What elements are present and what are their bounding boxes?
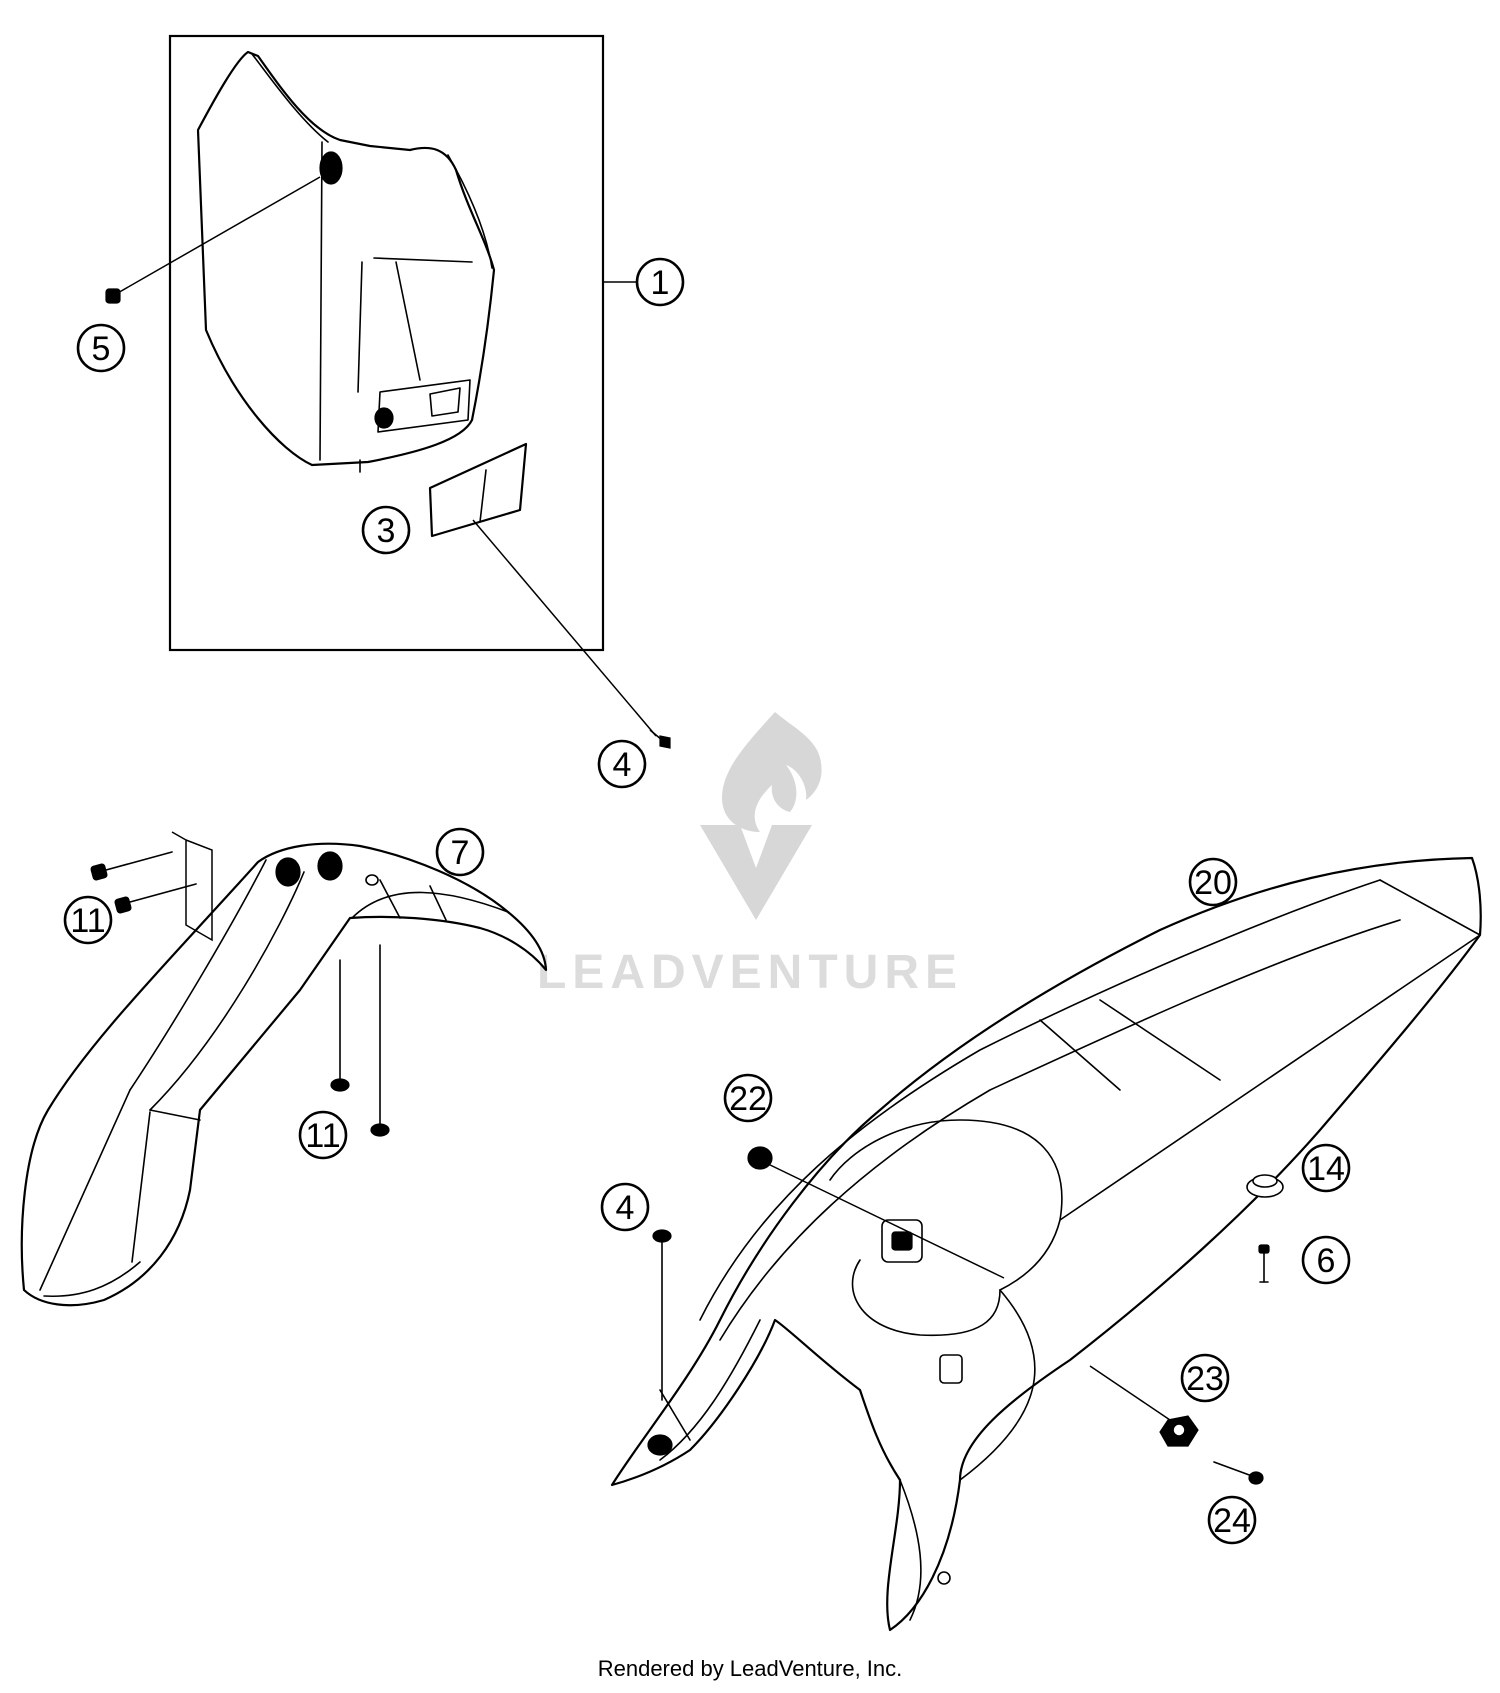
svg-text:6: 6: [1317, 1242, 1336, 1280]
svg-text:7: 7: [451, 834, 470, 872]
svg-text:1: 1: [651, 264, 670, 302]
callout-7: 7: [435, 827, 485, 877]
callout-22: 22: [723, 1073, 773, 1123]
svg-text:4: 4: [616, 1189, 635, 1227]
part-24-screw: [1213, 1461, 1264, 1485]
callout-11-upper: 11: [63, 895, 113, 945]
callout-23: 23: [1180, 1353, 1230, 1403]
svg-text:23: 23: [1186, 1360, 1224, 1398]
callout-4-upper: 4: [597, 739, 647, 789]
svg-text:3: 3: [377, 512, 396, 550]
part-group-box: [168, 34, 605, 652]
part-11-bolts-lower: [330, 944, 390, 1137]
callout-5: 5: [76, 323, 126, 373]
svg-text:20: 20: [1194, 864, 1232, 902]
callout-11-lower: 11: [298, 1110, 348, 1160]
svg-text:14: 14: [1307, 1150, 1345, 1188]
front-fender: [20, 842, 548, 1307]
svg-text:4: 4: [613, 746, 632, 784]
svg-text:11: 11: [70, 902, 105, 940]
part-6-bolt: [1258, 1244, 1270, 1283]
callout-1: 1: [635, 257, 685, 307]
callout-14: 14: [1301, 1143, 1351, 1193]
callout-24: 24: [1207, 1495, 1257, 1545]
number-plate: [196, 50, 496, 473]
callout-6: 6: [1301, 1235, 1351, 1285]
watermark-v-icon: [700, 825, 812, 920]
watermark: LEADVENTURE: [537, 712, 963, 999]
part-11-bolts-upper: [90, 831, 213, 942]
watermark-text: LEADVENTURE: [537, 946, 963, 999]
svg-text:5: 5: [92, 330, 111, 368]
footer-credit: Rendered by LeadVenture, Inc.: [598, 1656, 903, 1681]
plate-sticker: [428, 442, 528, 538]
part-14-grommet: [1246, 1174, 1284, 1198]
part-22-nut: [747, 1146, 773, 1170]
callout-3: 3: [361, 505, 411, 555]
part-23-nut: [1159, 1415, 1199, 1447]
svg-text:22: 22: [729, 1080, 767, 1118]
part-5-nut: [105, 288, 121, 304]
svg-text:24: 24: [1213, 1502, 1251, 1540]
watermark-flame-icon: [722, 712, 822, 832]
leader-lines: [115, 176, 1171, 1421]
svg-text:11: 11: [305, 1117, 340, 1155]
callout-20: 20: [1188, 857, 1238, 907]
callout-4-rear: 4: [600, 1182, 650, 1232]
part-4-screw-rear: [652, 1229, 672, 1401]
rear-fender: [610, 856, 1482, 1632]
